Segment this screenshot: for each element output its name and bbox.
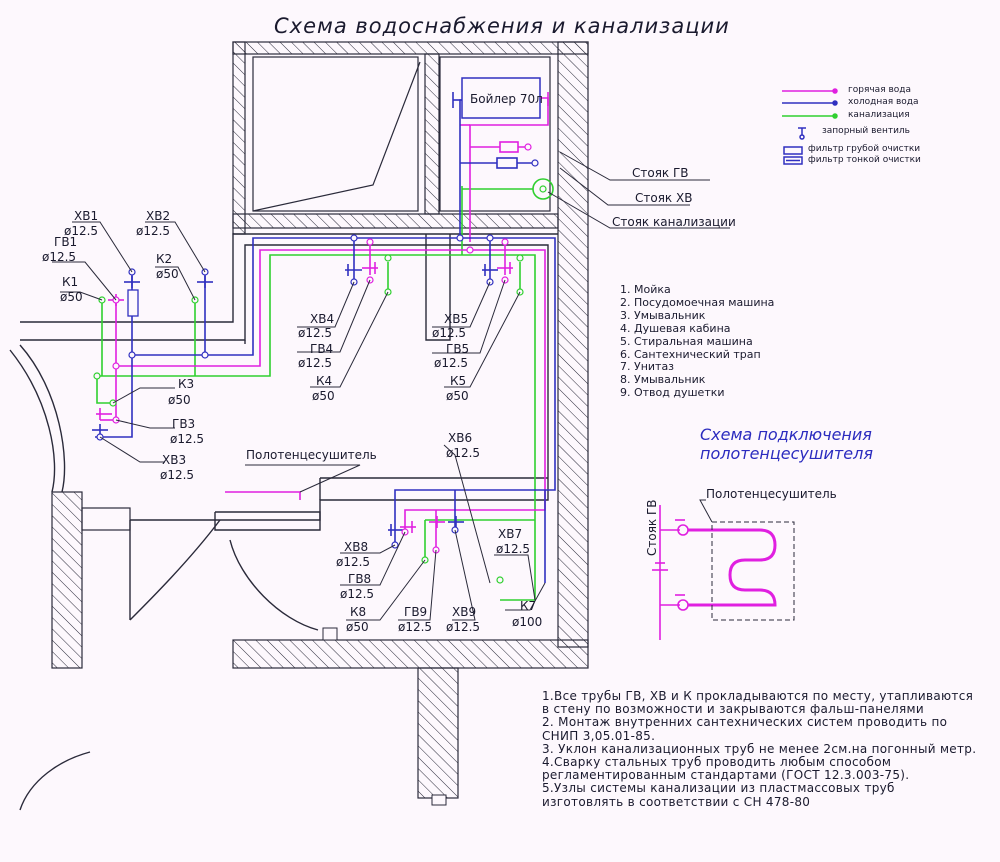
pipe-gv4-d: ø12.5 <box>298 356 333 370</box>
note-line: 2. Монтаж внутренних сантехнических сист… <box>542 715 948 730</box>
pipe-hv9-d: ø12.5 <box>446 620 481 634</box>
fixture-item: 6. Сантехнический трап <box>620 347 761 361</box>
boiler <box>461 77 541 119</box>
valves <box>92 92 549 536</box>
pipe-hv8-d: ø12.5 <box>336 555 371 569</box>
legend-cold: холодная вода <box>848 97 919 107</box>
pipe-gv8-name: ГВ8 <box>348 572 372 586</box>
pipe-gv1-d: ø12.5 <box>42 250 77 264</box>
wall-outlines <box>9 233 558 811</box>
coarse-filter-left <box>127 289 139 317</box>
legend-hot: горячая вода <box>848 85 912 95</box>
pipe-hv2-name: ХВ2 <box>146 209 171 223</box>
pipe-k7-d: ø100 <box>512 615 543 629</box>
pipe-hv5-d: ø12.5 <box>432 326 467 340</box>
towel-dryer-label: Полотенцесушитель <box>246 448 377 462</box>
pipe-hv1-name: ХВ1 <box>74 209 99 223</box>
fixture-item: 5. Стиральная машина <box>620 334 753 348</box>
shaft-rooms <box>252 56 551 212</box>
pipe-gv8-d: ø12.5 <box>340 587 375 601</box>
pipe-gv3-name: ГВ3 <box>172 417 196 431</box>
legend-coarse-filter: фильтр грубой очистки <box>808 144 921 154</box>
towel-scheme-dryer-label: Полотенцесушитель <box>706 487 837 501</box>
pipe-gv5-d: ø12.5 <box>434 356 469 370</box>
note-line: 5.Узлы системы канализации из пластмассо… <box>542 781 895 796</box>
pipe-k5-d: ø50 <box>446 389 469 403</box>
legend-fine-filter: фильтр тонкой очистки <box>808 155 921 165</box>
walls <box>51 41 589 799</box>
pipe-hv6-d: ø12.5 <box>446 446 481 460</box>
legend-valve: запорный вентиль <box>822 126 910 136</box>
pipe-k7-name: К7 <box>520 599 537 613</box>
pipe-k4-name: К4 <box>316 374 333 388</box>
pipe-hv7-name: ХВ7 <box>498 527 523 541</box>
note-line: регламентированным стандартами (ГОСТ 12.… <box>542 768 910 783</box>
riser-sewer-label: Стояк канализации <box>612 215 736 229</box>
towel-scheme-title-1: Схема подключения <box>700 425 872 444</box>
notes: 1.Все трубы ГВ, ХВ и К прокладываются по… <box>542 689 977 809</box>
fixture-item: 9. Отвод душетки <box>620 386 725 400</box>
pipe-k1-name: К1 <box>62 275 79 289</box>
pipe-k3-name: К3 <box>178 377 195 391</box>
pipe-hv9-name: ХВ9 <box>452 605 477 619</box>
pipe-hv3-d: ø12.5 <box>160 468 195 482</box>
note-line: 1.Все трубы ГВ, ХВ и К прокладываются по… <box>542 689 974 703</box>
pipe-gv9-d: ø12.5 <box>398 620 433 634</box>
leader-lines <box>52 151 730 621</box>
legend-sewer: канализация <box>848 110 910 120</box>
pipe-hv1-d: ø12.5 <box>64 224 99 238</box>
fixture-item: 1. Мойка <box>620 283 671 296</box>
fixture-item: 3. Умывальник <box>620 308 706 322</box>
fixture-item: 8. Умывальник <box>620 373 706 387</box>
towel-dryer-scheme <box>652 499 795 640</box>
pipe-gv9-name: ГВ9 <box>404 605 428 619</box>
pipe-hv4-d: ø12.5 <box>298 326 333 340</box>
sewer-pipes <box>96 178 554 601</box>
fixture-item: 4. Душевая кабина <box>620 321 731 335</box>
note-line: 4.Сварку стальных труб проводить любым с… <box>542 755 892 770</box>
pipe-gv3-d: ø12.5 <box>170 432 205 446</box>
fixtures-list: 1. Мойка 2. Посудомоечная машина 3. Умыв… <box>620 283 775 400</box>
note-line: изготовлять в соответствии с СН 478-80 <box>542 794 811 809</box>
page-title: Схема водоснабжения и канализации <box>274 14 730 38</box>
towel-scheme-title-2: полотенцесушителя <box>700 444 873 463</box>
pipe-k5-name: К5 <box>450 374 467 388</box>
riser-hot-label: Стояк ГВ <box>632 166 689 180</box>
pipe-hv5-name: ХВ5 <box>444 312 469 326</box>
pipe-k2-name: К2 <box>156 252 173 266</box>
pipe-k8-name: К8 <box>350 605 367 619</box>
boiler-label: Бойлер 70л <box>470 92 543 106</box>
note-line: 3. Уклон канализационных труб не менее 2… <box>542 741 977 756</box>
pipe-hv6-name: ХВ6 <box>448 431 473 445</box>
pipe-hv8-name: ХВ8 <box>344 540 369 554</box>
note-line: в стену по возможности и закрываются фал… <box>542 702 924 717</box>
towel-scheme-riser-label: Стояк ГВ <box>645 499 659 556</box>
note-line: СНИП 3,05.01-85. <box>542 728 656 743</box>
pipe-nodes <box>93 143 547 584</box>
riser-cold-label: Стояк ХВ <box>635 191 693 205</box>
pipe-gv5-name: ГВ5 <box>446 342 470 356</box>
pipe-k2-d: ø50 <box>156 267 179 281</box>
pipe-gv1-name: ГВ1 <box>54 235 78 249</box>
pipe-hv4-name: ХВ4 <box>310 312 335 326</box>
pipe-k1-d: ø50 <box>60 290 83 304</box>
fixture-item: 7. Унитаз <box>620 360 675 374</box>
legend-symbols <box>782 88 838 165</box>
pipe-hv7-d: ø12.5 <box>496 542 531 556</box>
pipe-hv2-d: ø12.5 <box>136 224 171 238</box>
pipe-k4-d: ø50 <box>312 389 335 403</box>
pipe-k8-d: ø50 <box>346 620 369 634</box>
pipe-k3-d: ø50 <box>168 393 191 407</box>
fixture-item: 2. Посудомоечная машина <box>620 295 775 309</box>
pipe-hv3-name: ХВ3 <box>162 453 187 467</box>
pipe-gv4-name: ГВ4 <box>310 342 334 356</box>
